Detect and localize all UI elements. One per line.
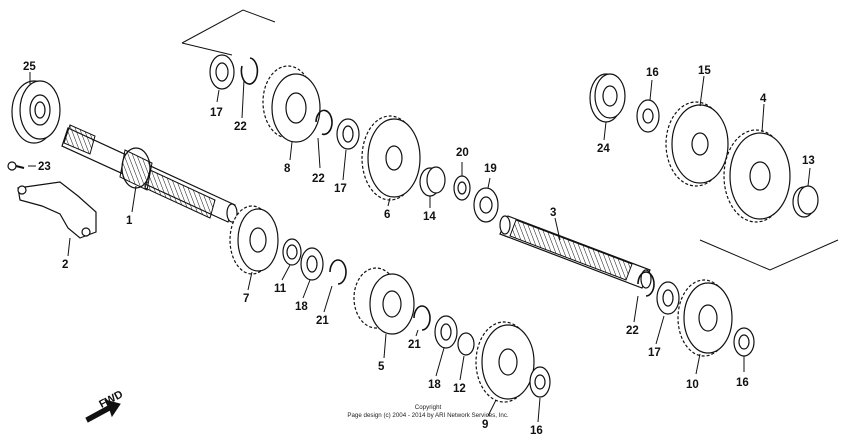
group-bracket-top — [181, 9, 276, 56]
callout-labels: 25 23 1 2 17 22 8 22 17 6 14 20 19 3 7 1… — [23, 61, 815, 437]
callout-8: 8 — [284, 163, 291, 175]
callout-18-bottom: 18 — [428, 379, 441, 391]
callout-12: 12 — [453, 383, 466, 395]
callout-21-bottom: 21 — [408, 339, 421, 351]
callout-20: 20 — [456, 147, 469, 159]
snap-ring-21-bottom — [413, 305, 431, 331]
bearing-25 — [11, 80, 61, 144]
callout-4: 4 — [760, 93, 767, 105]
bearing-13 — [792, 185, 819, 218]
copyright-line-2: Page design (c) 2004 - 2014 by ARI Netwo… — [347, 412, 509, 419]
countershaft-3 — [499, 215, 652, 289]
copyright-line-1: Copyright — [415, 404, 442, 411]
bolt-23 — [7, 161, 25, 171]
callout-22-top: 22 — [234, 121, 247, 133]
callout-15: 15 — [698, 65, 711, 77]
callout-5: 5 — [378, 361, 385, 373]
callout-19: 19 — [484, 163, 497, 175]
callout-16-right: 16 — [736, 377, 749, 389]
gear-10 — [677, 279, 733, 357]
copyright-notice: Copyright Page design (c) 2004 - 2014 by… — [347, 404, 509, 419]
callout-6: 6 — [384, 209, 390, 221]
callout-21-left: 21 — [316, 315, 329, 327]
washer-16-bottom — [529, 366, 551, 398]
mainshaft-1 — [61, 124, 238, 223]
callout-14: 14 — [423, 211, 436, 223]
callout-22-mid: 22 — [312, 173, 325, 185]
callout-3: 3 — [550, 207, 556, 219]
gear-15 — [665, 101, 729, 187]
forward-direction-arrow: FWD — [85, 388, 125, 423]
washer-18-bottom — [434, 315, 458, 349]
gear-4 — [723, 129, 791, 223]
snap-ring-21-left — [329, 259, 347, 285]
washer-16-top — [636, 99, 660, 133]
callout-2: 2 — [62, 259, 68, 271]
callout-17-mid: 17 — [334, 183, 347, 195]
callout-7: 7 — [243, 293, 249, 305]
snap-ring-22-right — [637, 271, 655, 297]
gear-8 — [262, 65, 321, 143]
gear-7 — [229, 205, 279, 275]
washer-17-mid — [336, 118, 360, 150]
callout-16-top: 16 — [646, 67, 659, 79]
callout-17-right: 17 — [648, 347, 661, 359]
gear-5 — [353, 267, 415, 335]
callout-11: 11 — [274, 283, 287, 295]
washer-20 — [453, 175, 471, 201]
washer-17-right — [656, 281, 680, 315]
callout-9: 9 — [482, 419, 488, 431]
washer-18-left — [300, 247, 324, 281]
bushing-11 — [282, 238, 302, 266]
bushing-14 — [419, 166, 446, 197]
leader-lines — [28, 72, 811, 423]
bearing-24 — [589, 73, 626, 123]
callout-10: 10 — [686, 379, 699, 391]
callout-13: 13 — [802, 155, 815, 167]
snap-ring-22-top — [240, 57, 259, 85]
callout-22-right: 22 — [626, 325, 639, 337]
callout-23: 23 — [38, 161, 51, 173]
gear-6 — [361, 115, 421, 201]
callout-16-bottom: 16 — [530, 425, 543, 437]
callout-24: 24 — [597, 143, 610, 155]
washer-17-top — [209, 54, 235, 90]
snap-ring-22-mid — [315, 109, 333, 136]
bracket-plate-2 — [17, 181, 97, 239]
callout-18-left: 18 — [295, 301, 308, 313]
group-bracket-right — [699, 239, 839, 271]
gear-9 — [475, 321, 535, 403]
washer-16-right — [733, 327, 755, 357]
bushing-12 — [457, 332, 475, 356]
callout-25: 25 — [23, 61, 36, 73]
callout-17-top: 17 — [210, 107, 223, 119]
washer-19 — [473, 187, 499, 223]
callout-1: 1 — [126, 215, 133, 227]
